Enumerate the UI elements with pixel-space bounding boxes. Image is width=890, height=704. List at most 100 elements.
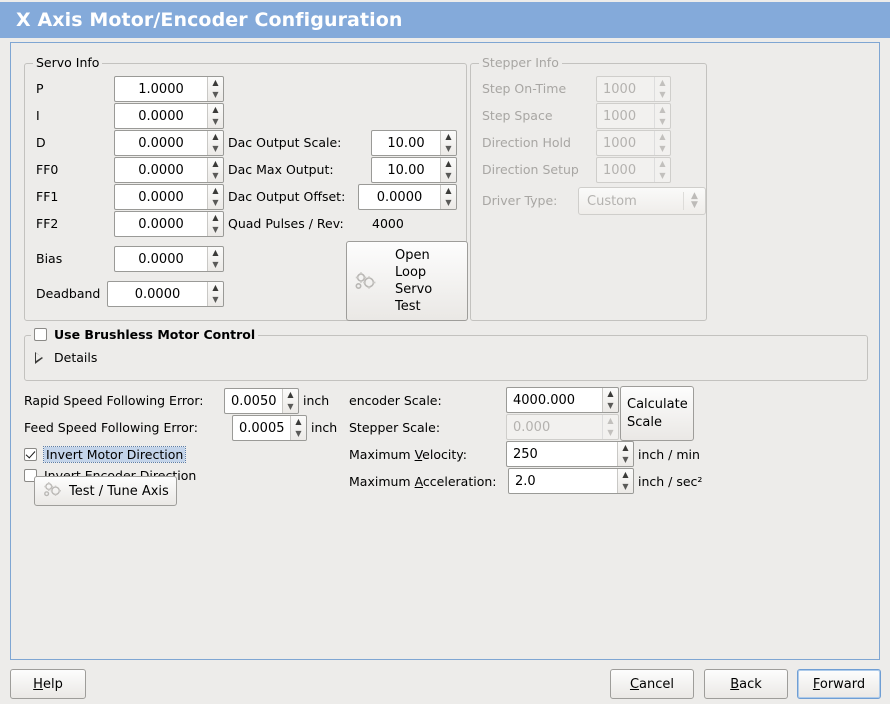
spinner-up-icon[interactable]: ▲	[212, 78, 219, 87]
dac-max-output-spinner[interactable]: ▲ ▼	[440, 158, 456, 182]
checkbox-box[interactable]	[24, 469, 37, 482]
spinner-down-icon[interactable]: ▼	[622, 455, 629, 464]
servo-spinner-bias[interactable]: ▲ ▼	[207, 247, 223, 271]
maximum-velocity-input[interactable]: 250 ▲ ▼	[506, 441, 634, 467]
feed-following-error-value[interactable]: 0.0005	[233, 416, 290, 440]
step-on-time-spinner[interactable]: ▲ ▼	[654, 77, 670, 101]
driver-type-select[interactable]: Custom ▲▼	[578, 187, 706, 215]
spinner-down-icon[interactable]: ▼	[212, 260, 219, 269]
encoder-scale-input[interactable]: 4000.000 ▲ ▼	[506, 387, 619, 413]
back-button[interactable]: Back	[704, 669, 788, 699]
servo-input-p[interactable]: 1.0000 ▲ ▼	[114, 76, 224, 102]
spinner-down-icon[interactable]: ▼	[212, 198, 219, 207]
step-on-time-input[interactable]: 1000 ▲ ▼	[596, 76, 671, 102]
use-brushless-motor-control-checkbox[interactable]: Use Brushless Motor Control	[34, 327, 255, 342]
encoder-scale-value[interactable]: 4000.000	[507, 388, 602, 412]
spinner-down-icon[interactable]: ▼	[659, 90, 666, 99]
spinner-up-icon[interactable]: ▲	[212, 159, 219, 168]
details-label[interactable]: Details	[54, 350, 98, 365]
rapid-following-error-input[interactable]: 0.0050 ▲ ▼	[224, 388, 299, 414]
spinner-up-icon[interactable]: ▲	[659, 78, 666, 87]
spinner-up-icon[interactable]: ▲	[622, 443, 629, 452]
spinner-up-icon[interactable]: ▲	[607, 416, 614, 425]
step-on-time-value[interactable]: 1000	[597, 77, 654, 101]
servo-value-d[interactable]: 0.0000	[115, 131, 207, 155]
servo-spinner-d[interactable]: ▲ ▼	[207, 131, 223, 155]
spinner-down-icon[interactable]: ▼	[212, 144, 219, 153]
maximum-acceleration-value[interactable]: 2.0	[509, 469, 617, 493]
servo-spinner-i[interactable]: ▲ ▼	[207, 104, 223, 128]
spinner-up-icon[interactable]: ▲	[212, 132, 219, 141]
servo-value-p[interactable]: 1.0000	[115, 77, 207, 101]
encoder-scale-spinner[interactable]: ▲ ▼	[602, 388, 618, 412]
servo-input-deadband[interactable]: 0.0000 ▲ ▼	[107, 281, 224, 307]
direction-setup-spinner[interactable]: ▲ ▼	[654, 158, 670, 182]
details-expander[interactable]: Details	[35, 350, 98, 365]
direction-hold-spinner[interactable]: ▲ ▼	[654, 131, 670, 155]
spinner-up-icon[interactable]: ▲	[659, 159, 666, 168]
servo-spinner-ff1[interactable]: ▲ ▼	[207, 185, 223, 209]
servo-spinner-ff0[interactable]: ▲ ▼	[207, 158, 223, 182]
spinner-down-icon[interactable]: ▼	[659, 144, 666, 153]
spinner-down-icon[interactable]: ▼	[212, 295, 219, 304]
spinner-down-icon[interactable]: ▼	[622, 482, 629, 491]
dac-output-offset-input[interactable]: 0.0000 ▲ ▼	[358, 184, 457, 210]
servo-value-ff1[interactable]: 0.0000	[115, 185, 207, 209]
step-space-spinner[interactable]: ▲ ▼	[654, 104, 670, 128]
spinner-up-icon[interactable]: ▲	[295, 417, 302, 426]
servo-spinner-ff2[interactable]: ▲ ▼	[207, 212, 223, 236]
checkbox-box[interactable]	[24, 448, 37, 461]
direction-setup-value[interactable]: 1000	[597, 158, 654, 182]
cancel-button[interactable]: Cancel	[610, 669, 694, 699]
servo-value-bias[interactable]: 0.0000	[115, 247, 207, 271]
dac-output-scale-spinner[interactable]: ▲ ▼	[440, 131, 456, 155]
use-brushless-motor-control-label[interactable]: Use Brushless Motor Control	[54, 327, 256, 342]
maximum-velocity-spinner[interactable]: ▲ ▼	[617, 442, 633, 466]
open-loop-servo-test-button[interactable]: Open Loop Servo Test	[346, 241, 468, 321]
maximum-acceleration-input[interactable]: 2.0 ▲ ▼	[508, 468, 634, 494]
spinner-up-icon[interactable]: ▲	[212, 105, 219, 114]
dac-output-offset-spinner[interactable]: ▲ ▼	[440, 185, 456, 209]
spinner-up-icon[interactable]: ▲	[445, 186, 452, 195]
help-button[interactable]: Help	[10, 669, 86, 699]
servo-value-ff2[interactable]: 0.0000	[115, 212, 207, 236]
stepper-scale-input[interactable]: 0.000 ▲ ▼	[506, 414, 619, 440]
spinner-down-icon[interactable]: ▼	[445, 171, 452, 180]
dac-max-output-value[interactable]: 10.00	[372, 158, 440, 182]
servo-value-deadband[interactable]: 0.0000	[108, 282, 207, 306]
dac-max-output-input[interactable]: 10.00 ▲ ▼	[371, 157, 457, 183]
rapid-following-error-value[interactable]: 0.0050	[225, 389, 282, 413]
spinner-up-icon[interactable]: ▲	[212, 283, 219, 292]
servo-value-i[interactable]: 0.0000	[115, 104, 207, 128]
servo-spinner-deadband[interactable]: ▲ ▼	[207, 282, 223, 306]
spinner-down-icon[interactable]: ▼	[607, 401, 614, 410]
direction-hold-input[interactable]: 1000 ▲ ▼	[596, 130, 671, 156]
forward-button[interactable]: Forward	[797, 669, 881, 699]
feed-following-error-input[interactable]: 0.0005 ▲ ▼	[232, 415, 307, 441]
spinner-down-icon[interactable]: ▼	[445, 144, 452, 153]
stepper-scale-value[interactable]: 0.000	[507, 415, 602, 439]
spinner-down-icon[interactable]: ▼	[212, 171, 219, 180]
invert-motor-direction-checkbox[interactable]: Invert Motor Direction	[24, 446, 187, 463]
spinner-up-icon[interactable]: ▲	[212, 186, 219, 195]
dac-output-offset-value[interactable]: 0.0000	[359, 185, 440, 209]
dac-output-scale-input[interactable]: 10.00 ▲ ▼	[371, 130, 457, 156]
spinner-up-icon[interactable]: ▲	[659, 132, 666, 141]
spinner-down-icon[interactable]: ▼	[212, 90, 219, 99]
checkbox-box[interactable]	[34, 328, 47, 341]
maximum-velocity-value[interactable]: 250	[507, 442, 617, 466]
spinner-up-icon[interactable]: ▲	[287, 390, 294, 399]
step-space-input[interactable]: 1000 ▲ ▼	[596, 103, 671, 129]
invert-motor-direction-label[interactable]: Invert Motor Direction	[42, 446, 187, 463]
spinner-down-icon[interactable]: ▼	[445, 198, 452, 207]
triangle-right-icon[interactable]	[35, 351, 44, 364]
test-tune-axis-button[interactable]: Test / Tune Axis	[34, 476, 177, 506]
spinner-down-icon[interactable]: ▼	[607, 428, 614, 437]
spinner-up-icon[interactable]: ▲	[445, 132, 452, 141]
spinner-down-icon[interactable]: ▼	[659, 171, 666, 180]
servo-value-ff0[interactable]: 0.0000	[115, 158, 207, 182]
spinner-down-icon[interactable]: ▼	[659, 117, 666, 126]
spinner-up-icon[interactable]: ▲	[607, 389, 614, 398]
spinner-down-icon[interactable]: ▼	[212, 225, 219, 234]
servo-input-ff1[interactable]: 0.0000 ▲ ▼	[114, 184, 224, 210]
